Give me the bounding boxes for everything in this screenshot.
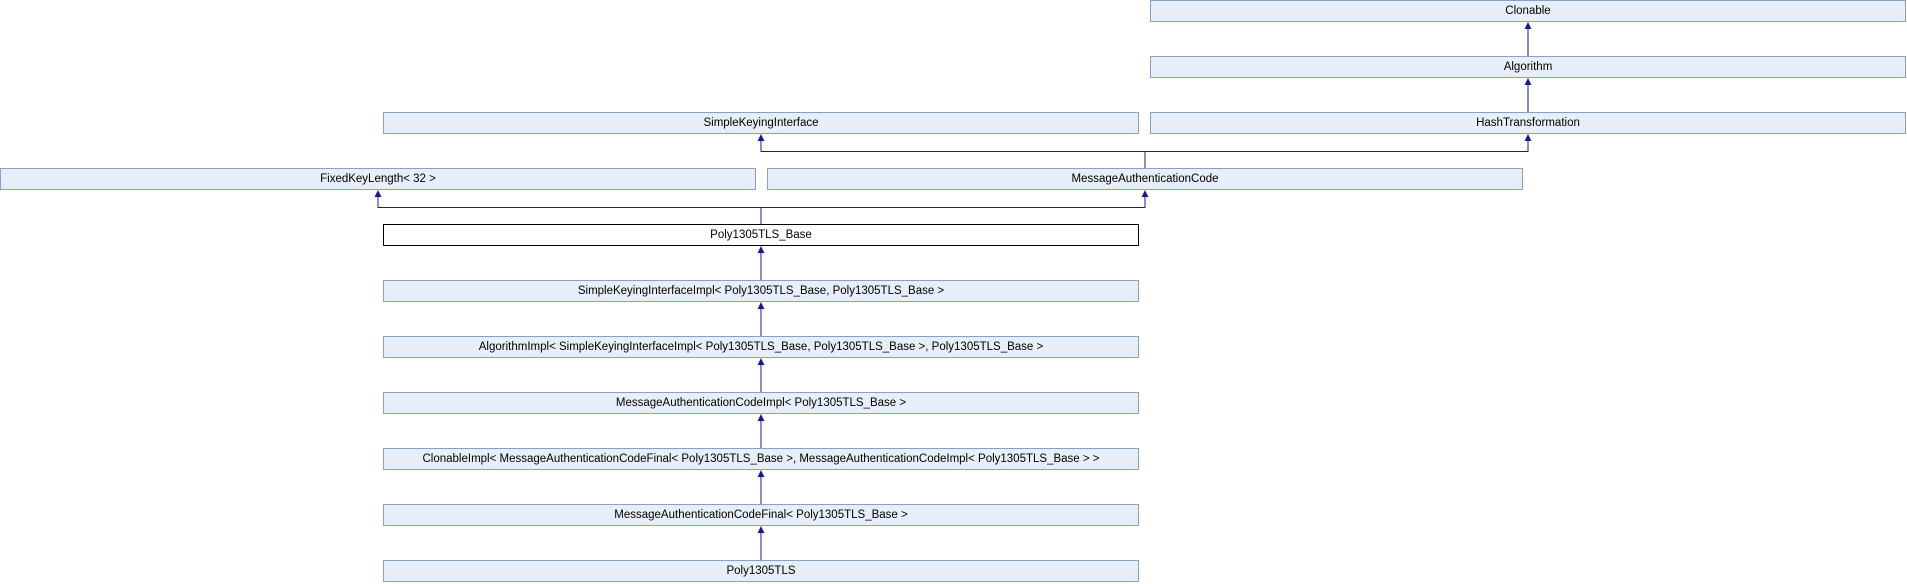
class-node-label: Algorithm xyxy=(1503,61,1553,73)
inheritance-arrowhead-algorithm_impl xyxy=(757,358,765,365)
class-node-fixed-key-length[interactable]: FixedKeyLength< 32 > xyxy=(0,168,756,190)
class-node-label: MessageAuthenticationCodeImpl< Poly1305T… xyxy=(615,397,907,409)
class-node-label: HashTransformation xyxy=(1476,117,1580,129)
class-node-hash-transformation[interactable]: HashTransformation xyxy=(1150,112,1906,134)
inheritance-arrowhead-message_authentication_code_final xyxy=(757,526,765,533)
inheritance-arrowhead-clonable xyxy=(1524,22,1532,29)
class-node-message-authentication-code-impl[interactable]: MessageAuthenticationCodeImpl< Poly1305T… xyxy=(383,392,1139,414)
class-node-algorithm[interactable]: Algorithm xyxy=(1150,56,1906,78)
class-node-label: MessageAuthenticationCode xyxy=(1071,173,1219,185)
inheritance-arrowhead-clonable_impl xyxy=(757,470,765,477)
class-node-simple-keying-interface-impl[interactable]: SimpleKeyingInterfaceImpl< Poly1305TLS_B… xyxy=(383,280,1139,302)
class-node-label: SimpleKeyingInterfaceImpl< Poly1305TLS_B… xyxy=(577,285,945,297)
inheritance-edge-message_authentication_code-to-simple_keying_interface xyxy=(760,140,1146,168)
inheritance-arrowhead-hash_transformation xyxy=(1524,134,1532,141)
inheritance-arrowhead-algorithm xyxy=(1524,78,1532,85)
class-node-label: Poly1305TLS_Base xyxy=(710,229,812,241)
class-node-simple-keying-interface[interactable]: SimpleKeyingInterface xyxy=(383,112,1139,134)
class-node-label: Poly1305TLS xyxy=(726,565,796,577)
inheritance-arrowhead-poly1305tls_base xyxy=(757,246,765,253)
inheritance-arrowhead-simple_keying_interface_impl xyxy=(757,302,765,309)
inheritance-arrowhead-message_authentication_code_impl xyxy=(757,414,765,421)
class-node-label: FixedKeyLength< 32 > xyxy=(320,173,436,185)
class-node-message-authentication-code-final[interactable]: MessageAuthenticationCodeFinal< Poly1305… xyxy=(383,504,1139,526)
inheritance-arrowhead-message_authentication_code xyxy=(1141,190,1149,197)
class-node-message-authentication-code[interactable]: MessageAuthenticationCode xyxy=(767,168,1523,190)
class-node-label: AlgorithmImpl< SimpleKeyingInterfaceImpl… xyxy=(478,341,1044,353)
class-node-clonable-impl[interactable]: ClonableImpl< MessageAuthenticationCodeF… xyxy=(383,448,1139,470)
inheritance-edge-message_authentication_code-to-hash_transformation xyxy=(1144,140,1529,168)
inheritance-edge-poly1305tls_base-to-fixed_key_length xyxy=(377,196,762,224)
class-node-label: MessageAuthenticationCodeFinal< Poly1305… xyxy=(614,509,908,521)
class-node-poly1305tls[interactable]: Poly1305TLS xyxy=(383,560,1139,582)
class-node-algorithm-impl[interactable]: AlgorithmImpl< SimpleKeyingInterfaceImpl… xyxy=(383,336,1139,358)
inheritance-edge-poly1305tls_base-to-message_authentication_code xyxy=(760,196,1146,224)
class-node-label: SimpleKeyingInterface xyxy=(703,117,819,129)
inheritance-arrowhead-fixed_key_length xyxy=(374,190,382,197)
inheritance-arrowhead-simple_keying_interface xyxy=(757,134,765,141)
class-node-label: ClonableImpl< MessageAuthenticationCodeF… xyxy=(422,453,1100,465)
class-node-clonable[interactable]: Clonable xyxy=(1150,0,1906,22)
class-node-label: Clonable xyxy=(1505,5,1551,17)
class-node-poly1305tls-base[interactable]: Poly1305TLS_Base xyxy=(383,224,1139,246)
